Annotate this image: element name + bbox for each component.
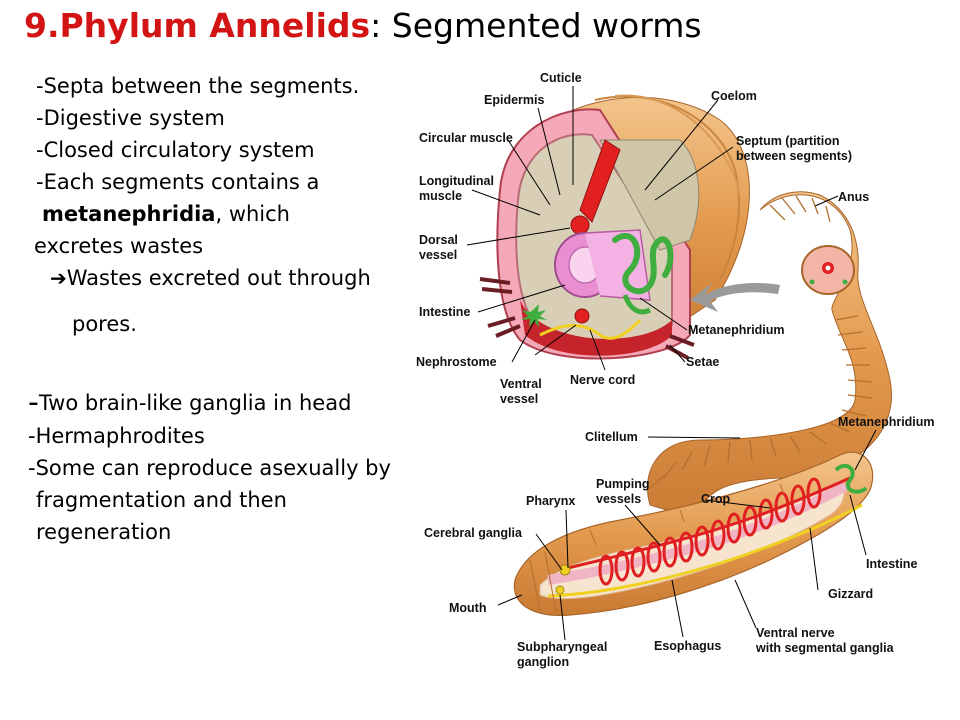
bullet-segments: -Each segments contains a — [36, 170, 320, 194]
right-arrow-icon: ➔ — [50, 266, 67, 290]
slide-title: 9.Phylum Annelids: Segmented worms — [24, 6, 702, 45]
bullet-wastes: Wastes excreted out through — [66, 266, 371, 290]
label-pumping-1: Pumping — [596, 477, 649, 491]
bullet-asexual-3: regeneration — [36, 520, 172, 544]
label-dorsal-1: Dorsal — [419, 233, 458, 247]
label-cerebral-ganglia: Cerebral ganglia — [424, 526, 523, 540]
label-anus: Anus — [838, 190, 869, 204]
bullet-septa: -Septa between the segments. — [36, 74, 360, 98]
metanephridia-term: metanephridia — [42, 202, 216, 226]
title-subtitle: Segmented worms — [391, 6, 702, 45]
bullet-wastes-line: ➔Wastes excreted out through — [50, 268, 371, 289]
label-cuticle: Cuticle — [540, 71, 582, 85]
label-ventral-nerve-1: Ventral nerve — [756, 626, 835, 640]
bullet-digestive: -Digestive system — [36, 106, 225, 130]
label-pumping-2: vessels — [596, 492, 641, 506]
label-nephrostome: Nephrostome — [416, 355, 497, 369]
bullet-asexual-2: fragmentation and then — [36, 488, 287, 512]
bullet-asexual-1: -Some can reproduce asexually by — [28, 456, 391, 480]
label-ventral-nerve-2: with segmental ganglia — [755, 641, 895, 655]
label-metanephridium-top: Metanephridium — [688, 323, 785, 337]
label-dorsal-2: vessel — [419, 248, 457, 262]
bullet-hermaphrodites: -Hermaphrodites — [28, 424, 205, 448]
label-septum-1: Septum (partition — [736, 134, 839, 148]
label-subpharyngeal-2: ganglion — [517, 655, 569, 669]
label-epidermis: Epidermis — [484, 93, 544, 107]
label-coelom: Coelom — [711, 89, 757, 103]
label-esophagus: Esophagus — [654, 639, 721, 653]
label-metanephridium-right: Metanephridium — [838, 415, 935, 429]
worm-body-illustration — [513, 451, 874, 617]
label-pharynx: Pharynx — [526, 494, 575, 508]
bullet-metanephridia-line: metanephridia, which — [42, 204, 290, 225]
direction-arrow-icon — [690, 283, 780, 312]
label-setae: Setae — [686, 355, 719, 369]
label-subpharyngeal-1: Subpharyngeal — [517, 640, 607, 654]
worm-tail-illustration — [646, 191, 892, 521]
bullet-ganglia-line: -Two brain-like ganglia in head — [28, 388, 351, 418]
label-clitellum: Clitellum — [585, 430, 638, 444]
bullet-pores: pores. — [72, 312, 137, 336]
label-gizzard: Gizzard — [828, 587, 873, 601]
label-intestine-top: Intestine — [419, 305, 470, 319]
bullet-ganglia: Two brain-like ganglia in head — [38, 391, 352, 415]
cross-section-illustration — [479, 94, 750, 360]
label-circular-muscle: Circular muscle — [419, 131, 513, 145]
label-longitudinal-1: Longitudinal — [419, 174, 494, 188]
label-longitudinal-2: muscle — [419, 189, 462, 203]
metanephridia-which: , which — [215, 202, 290, 226]
label-mouth: Mouth — [449, 601, 486, 615]
label-ventral-2: vessel — [500, 392, 538, 406]
bullet-excretes: excretes wastes — [34, 234, 204, 258]
label-crop: Crop — [701, 492, 731, 506]
label-septum-2: between segments) — [736, 149, 852, 163]
title-phylum: 9.Phylum Annelids — [24, 6, 371, 45]
bullet-circulatory: -Closed circulatory system — [36, 138, 315, 162]
label-nerve-cord: Nerve cord — [570, 373, 635, 387]
label-ventral-1: Ventral — [500, 377, 542, 391]
ganglia-dash: - — [28, 385, 39, 420]
label-intestine-right: Intestine — [866, 557, 917, 571]
leader-lines — [466, 86, 877, 641]
title-separator: : — [370, 6, 382, 45]
